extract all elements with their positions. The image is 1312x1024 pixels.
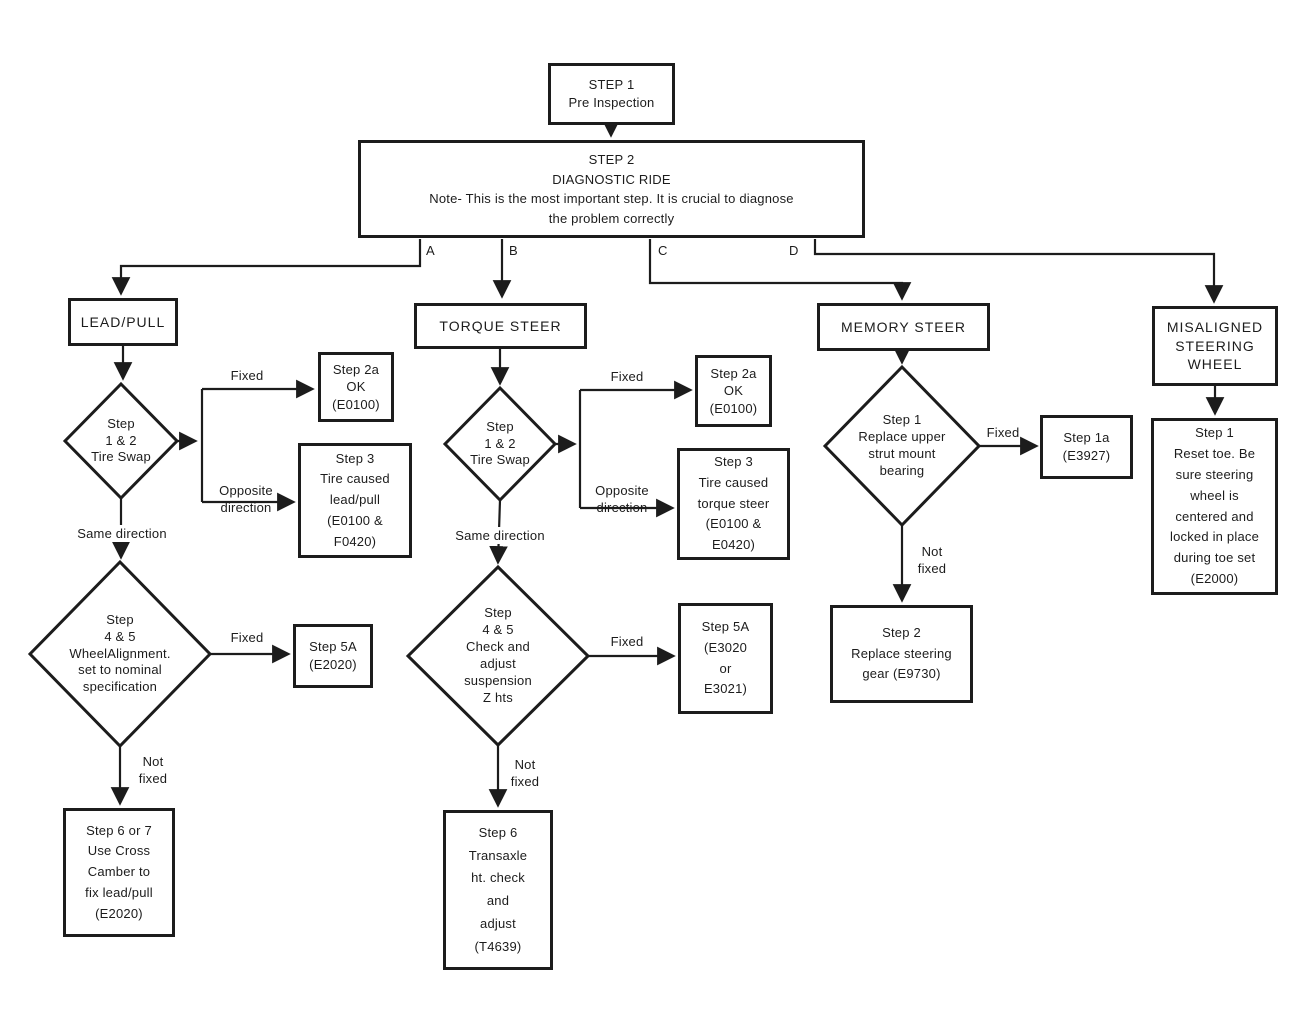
- edge-branch-d: [813, 239, 1224, 304]
- node-step2-diagnostic-ride: STEP 2 DIAGNOSTIC RIDE Note- This is the…: [358, 140, 865, 238]
- node-step1: STEP 1 Pre Inspection: [548, 63, 675, 125]
- diamond-lp-tire-swap: [62, 381, 180, 501]
- node-lp-step2a: Step 2a OK (E0100): [318, 352, 394, 422]
- edge-label-ms-not-fixed: Not fixed: [917, 544, 947, 576]
- node-ts-step2a: Step 2a OK (E0100): [695, 355, 772, 427]
- diamond-ms-strut: [822, 364, 982, 528]
- node-mw-step1: Step 1 Reset toe. Be sure steering wheel…: [1151, 418, 1278, 595]
- edge-label-lp-same-direction: Same direction: [57, 525, 187, 542]
- node-step2-label: STEP 2 DIAGNOSTIC RIDE Note- This is the…: [429, 152, 794, 226]
- branch-label-d: D: [789, 243, 799, 258]
- edge-branch-c: [648, 239, 912, 301]
- edge-label-lp-fixed: Fixed: [230, 368, 264, 383]
- node-lp-step3: Step 3 Tire caused lead/pull (E0100 & F0…: [298, 443, 412, 558]
- node-torque-steer-label: TORQUE STEER: [439, 317, 562, 334]
- node-lp-step5a-label: Step 5A (E2020): [309, 639, 357, 672]
- edge-label-ts-opposite: Opposite direction: [595, 483, 649, 515]
- diamond-ts-tire-swap: [442, 385, 558, 503]
- node-lp-step2a-label: Step 2a OK (E0100): [332, 361, 380, 412]
- node-lead-pull-label: LEAD/PULL: [80, 313, 166, 330]
- edge-label-lp-not-fixed: Not fixed: [138, 754, 168, 786]
- node-memory-steer: MEMORY STEER: [817, 303, 990, 351]
- node-ts-step5a: Step 5A (E3020 or E3021): [678, 603, 773, 714]
- node-ms-step2: Step 2 Replace steering gear (E9730): [830, 605, 973, 703]
- edge-label-lp-alignment-fixed: Fixed: [230, 630, 264, 645]
- edge-label-ts-not-fixed: Not fixed: [510, 757, 540, 789]
- node-ts-step6: Step 6 Transaxle ht. check and adjust (T…: [443, 810, 553, 970]
- node-lp-step5a: Step 5A (E2020): [293, 624, 373, 688]
- branch-label-b: B: [509, 243, 519, 258]
- node-ms-step1a-label: Step 1a (E3927): [1062, 430, 1111, 463]
- edge-label-ts-same-direction: Same direction: [435, 527, 565, 544]
- node-ts-step2a-label: Step 2a OK (E0100): [709, 365, 758, 416]
- node-ms-step1a: Step 1a (E3927): [1040, 415, 1133, 479]
- node-mw-step1-label: Step 1 Reset toe. Be sure steering wheel…: [1170, 425, 1259, 586]
- node-lp-step67-label: Step 6 or 7 Use Cross Camber to fix lead…: [85, 822, 153, 921]
- edge-label-ts-fixed: Fixed: [610, 369, 644, 384]
- node-misaligned-steering-wheel: MISALIGNED STEERING WHEEL: [1152, 306, 1278, 386]
- node-lp-step3-label: Step 3 Tire caused lead/pull (E0100 & F0…: [320, 450, 390, 549]
- node-ts-step6-label: Step 6 Transaxle ht. check and adjust (T…: [468, 824, 528, 954]
- node-memory-steer-label: MEMORY STEER: [840, 318, 967, 335]
- node-ms-step2-label: Step 2 Replace steering gear (E9730): [851, 624, 952, 682]
- node-torque-steer: TORQUE STEER: [414, 303, 587, 349]
- node-lp-step6-or-7: Step 6 or 7 Use Cross Camber to fix lead…: [63, 808, 175, 937]
- edge-branch-a: [111, 239, 422, 296]
- node-lead-pull: LEAD/PULL: [68, 298, 178, 346]
- diamond-lp-alignment: [27, 559, 213, 749]
- edge-label-lp-opposite: Opposite direction: [219, 483, 273, 515]
- edge-label-ms-fixed: Fixed: [986, 425, 1020, 440]
- node-step1-label: STEP 1 Pre Inspection: [568, 77, 655, 110]
- node-ts-step3: Step 3 Tire caused torque steer (E0100 &…: [677, 448, 790, 560]
- node-misaligned-label: MISALIGNED STEERING WHEEL: [1166, 318, 1264, 373]
- node-ts-step5a-label: Step 5A (E3020 or E3021): [701, 618, 750, 697]
- node-ts-step3-label: Step 3 Tire caused torque steer (E0100 &…: [697, 454, 770, 553]
- edge-label-ts-suspension-fixed: Fixed: [610, 634, 644, 649]
- branch-label-a: A: [426, 243, 436, 258]
- diamond-ts-suspension: [405, 564, 591, 748]
- branch-label-c: C: [658, 243, 668, 258]
